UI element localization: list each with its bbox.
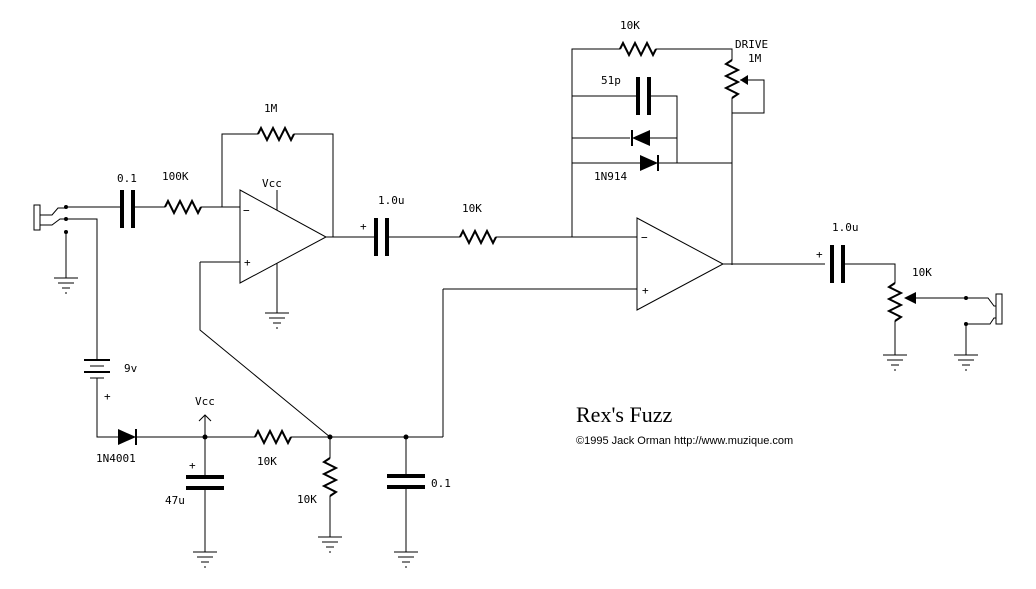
ground-symbol xyxy=(394,551,418,568)
capacitor-output xyxy=(830,245,845,283)
label-c-bias: 0.1 xyxy=(431,477,451,490)
opamp-2 xyxy=(636,217,725,311)
ground-symbol xyxy=(193,551,217,568)
label-c-mid: 1.0u xyxy=(378,194,405,207)
label-batt-plus: + xyxy=(104,390,111,403)
label-drive-val: 1M xyxy=(748,52,762,65)
label-drive: DRIVE xyxy=(735,38,768,51)
label-r-fb1: 1M xyxy=(264,102,278,115)
resistor-feedback-1m xyxy=(257,125,295,143)
capacitor-51p xyxy=(636,77,651,115)
label-op2-minus: − xyxy=(641,231,648,244)
label-pot-out: 10K xyxy=(912,266,932,279)
label-c-fb2: 51p xyxy=(601,74,621,87)
capacitor-coupling-1 xyxy=(374,218,389,256)
resistor-bias-2 xyxy=(321,457,339,497)
label-c-mid-plus: + xyxy=(360,220,367,233)
label-vcc-rail: Vcc xyxy=(195,395,215,408)
label-diode-pwr: 1N4001 xyxy=(96,452,136,465)
output-volume-pot xyxy=(886,282,966,322)
label-op1-plus: + xyxy=(244,256,251,269)
label-cap-pwr-plus: + xyxy=(189,459,196,472)
opamp-1 xyxy=(239,189,328,284)
diode-1n914-b xyxy=(640,155,659,171)
label-op2-plus: + xyxy=(642,284,649,297)
copyright-text: ©1995 Jack Orman http://www.muzique.com xyxy=(576,435,793,447)
ground-symbol xyxy=(954,354,978,371)
label-op1-minus: − xyxy=(243,204,250,217)
label-diode-fb: 1N914 xyxy=(594,170,627,183)
schematic-title: Rex's Fuzz xyxy=(576,402,672,427)
ground-symbol xyxy=(318,536,342,553)
input-jack xyxy=(33,204,98,360)
label-cap-pwr: 47u xyxy=(165,494,185,507)
ground-symbol xyxy=(883,354,907,371)
drive-potentiometer xyxy=(723,59,765,114)
resistor-input xyxy=(164,198,202,216)
label-c-out-plus: + xyxy=(816,248,823,261)
capacitor-47u xyxy=(186,475,224,490)
diode-1n914-a xyxy=(631,130,650,146)
output-jack xyxy=(964,293,1003,355)
resistor-feedback-10k xyxy=(619,40,657,58)
capacitor-input xyxy=(120,190,135,228)
label-battery: 9v xyxy=(124,362,138,375)
label-r-bias2: 10K xyxy=(297,493,317,506)
label-r-in: 100K xyxy=(162,170,189,183)
ground-symbol xyxy=(54,275,78,294)
vcc-rail-arrow xyxy=(198,414,212,437)
battery-9v xyxy=(84,359,110,379)
resistor-10k-mid xyxy=(459,228,497,246)
capacitor-bias xyxy=(387,474,425,489)
label-r-mid: 10K xyxy=(462,202,482,215)
ground-symbol xyxy=(265,312,289,329)
diode-1n4001 xyxy=(118,429,137,445)
label-c-in: 0.1 xyxy=(117,172,137,185)
label-c-out: 1.0u xyxy=(832,221,859,234)
label-r-fb2: 10K xyxy=(620,19,640,32)
label-r-bias1: 10K xyxy=(257,455,277,468)
resistor-bias-1 xyxy=(254,428,292,446)
label-vcc-op1: Vcc xyxy=(262,177,282,190)
